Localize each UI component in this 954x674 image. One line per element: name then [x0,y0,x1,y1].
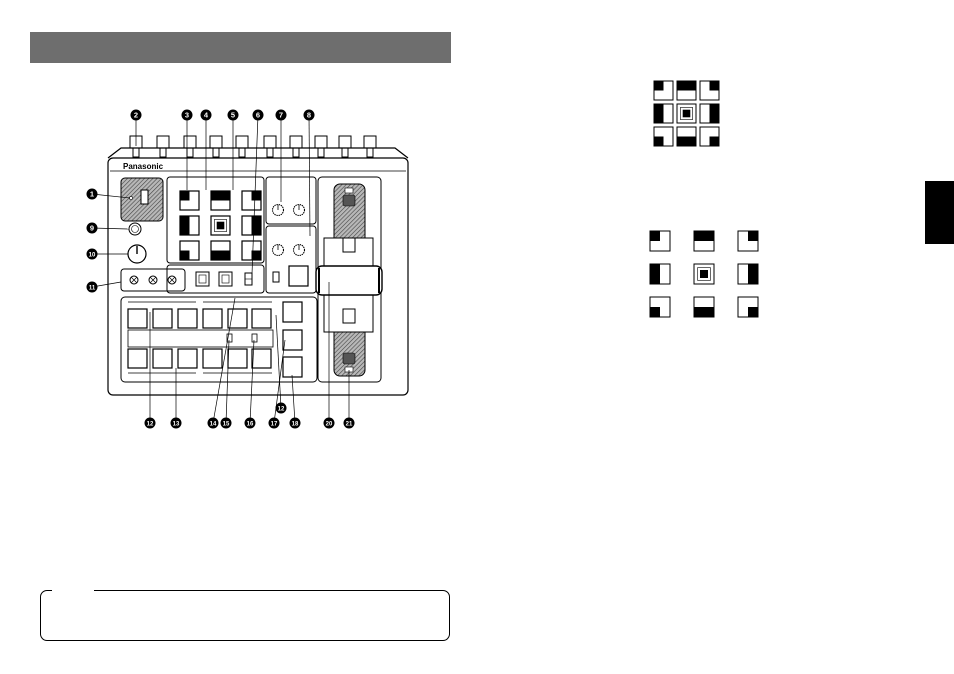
selector-a-button-5[interactable] [228,309,247,328]
wipe-mode-button-b[interactable] [219,272,232,286]
connector-6 [264,136,276,148]
callout-16-label: 16 [247,422,254,428]
selector-b-button-3[interactable] [178,349,197,368]
wipe-panel-top-left-icon[interactable] [180,191,199,210]
wipe-panel-top-icon[interactable] [211,191,230,210]
callout-12a-label: 12 [147,422,154,428]
small-knobs [130,276,176,284]
indicator-lamp [129,223,141,235]
wipe-large-top-icon [694,231,714,251]
connector-10 [364,136,376,148]
selector-a-button-1[interactable] [128,309,147,328]
wipe-pattern-grid-large [650,231,758,317]
wipe-panel-center-icon[interactable] [211,216,230,235]
effect-button[interactable] [289,266,308,286]
wipe-panel-bottom-left-icon[interactable] [180,241,199,260]
wipe-large-bottom-right-icon [738,297,758,317]
callout-18-label: 18 [292,422,299,428]
callout-15-label: 15 [223,422,230,428]
wipe-panel-bottom-icon[interactable] [211,241,230,260]
selector-b-button-4[interactable] [203,349,222,368]
take-button-1[interactable] [283,302,302,322]
callout-11-label: 11 [89,286,96,292]
wipe-pattern-grid-small [654,81,719,146]
note-box-title-gap [52,587,94,594]
wipe-small-bottom-right-icon [700,127,719,146]
callout-8-label: 8 [307,111,311,120]
power-switch-area [121,178,163,221]
wipe-small-bottom-icon [677,127,696,146]
callout-21-label: 21 [346,422,353,428]
connector-2 [157,136,169,148]
wipe-small-top-left-icon [654,81,673,100]
wipe-small-top-right-icon [700,81,719,100]
wipe-panel-right-icon[interactable] [242,216,261,235]
connector-4 [210,136,222,148]
selector-a-button-3[interactable] [178,309,197,328]
callout-6-label: 6 [256,111,260,120]
callout-1-label: 1 [90,190,94,199]
callout-5-label: 5 [231,111,235,120]
callout-20-label: 20 [326,422,333,428]
selector-a-button-6[interactable] [252,309,271,328]
wipe-mode-button-a[interactable] [196,272,209,286]
connector-8 [315,136,327,148]
wipe-large-left-icon [650,264,670,284]
callout-7-label: 7 [279,111,283,120]
connector-7 [290,136,302,148]
wipe-small-top-icon [677,81,696,100]
wipe-panel-bottom-right-icon[interactable] [242,241,261,260]
effect-switch[interactable] [273,272,279,282]
wipe-small-left-icon [654,104,673,123]
wipe-small-center-icon [677,104,696,123]
wipe-small-right-icon [700,104,719,123]
wipe-large-top-left-icon [650,231,670,251]
t-bar-handle[interactable] [316,266,382,295]
wipe-pattern-buttons [180,191,261,260]
callout-14-label: 14 [210,422,217,428]
connector-5 [236,136,248,148]
wipe-small-bottom-left-icon [654,127,673,146]
callout-17-label: 17 [271,422,278,428]
wipe-panel-left-icon[interactable] [180,216,199,235]
wipe-large-center-icon [694,264,714,284]
note-box [40,590,450,641]
take-button-2[interactable] [283,330,302,350]
callout-12b-label: 12 [278,407,285,413]
connector-3 [184,136,196,148]
callout-10-label: 10 [89,253,96,259]
callout-3-label: 3 [185,111,189,120]
callout-13-label: 13 [173,422,180,428]
selector-b-button-1[interactable] [128,349,147,368]
brand-logo: Panasonic [123,163,163,171]
callout-2-label: 2 [134,111,138,120]
selector-a-button-2[interactable] [153,309,172,328]
rear-connectors [130,136,376,157]
selector-b-button-5[interactable] [228,349,247,368]
power-switch[interactable] [141,190,148,204]
callout-9-label: 9 [90,224,94,233]
wipe-panel-top-right-icon[interactable] [242,191,261,210]
bus-switch-b[interactable] [252,334,257,342]
selector-b-button-6[interactable] [252,349,271,368]
wipe-large-right-icon [738,264,758,284]
wipe-large-bottom-left-icon [650,297,670,317]
wipe-large-top-right-icon [738,231,758,251]
selector-b-button-2[interactable] [153,349,172,368]
connector-9 [339,136,351,148]
selector-a-button-4[interactable] [203,309,222,328]
chapter-side-tab [925,181,954,244]
wipe-large-bottom-icon [694,297,714,317]
take-button-3[interactable] [283,357,302,377]
